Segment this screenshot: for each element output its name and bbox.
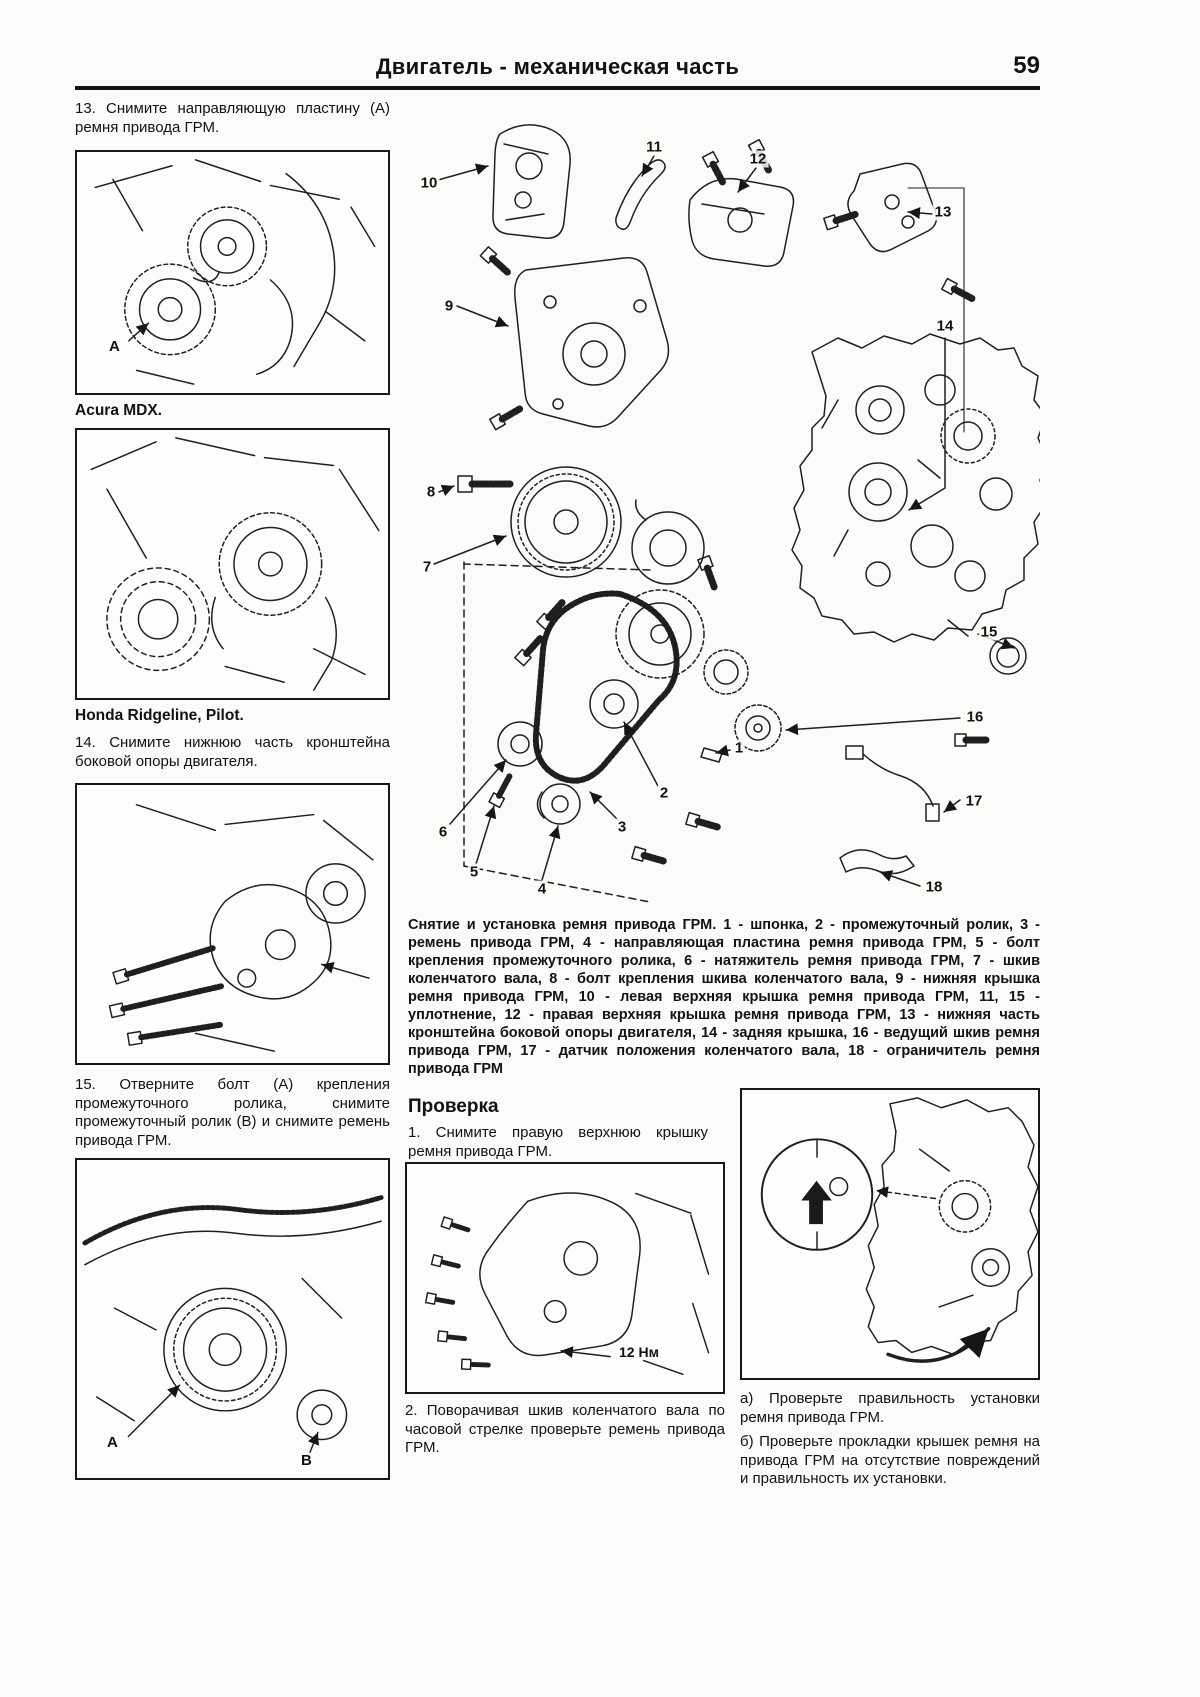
step-15-text: 15. Отверните болт (А) крепления промежу… — [75, 1076, 390, 1149]
page-number: 59 — [1013, 52, 1040, 79]
step-13-text: 13. Снимите направляющую пластину (А) ре… — [75, 100, 390, 136]
belt-check-art — [760, 1097, 1038, 1363]
inspection-step-1: 1. Снимите правую верхнюю крышку ремня п… — [408, 1124, 708, 1160]
callout-18: 18 — [923, 878, 945, 896]
callout-14: 14 — [934, 317, 956, 335]
figure-mount-bracket — [75, 783, 390, 1065]
callout-11: 11 — [644, 138, 664, 156]
callout-17: 17 — [963, 792, 985, 810]
callout-8: 8 — [424, 483, 438, 501]
callout-7: 7 — [420, 558, 434, 576]
callout-10: 10 — [418, 174, 440, 192]
section-heading-inspection: Проверка — [408, 1096, 499, 1117]
callout-5: 5 — [467, 863, 481, 881]
exploded-diagram: 1 2 3 4 5 6 7 8 9 10 11 12 13 14 15 16 1… — [408, 100, 1040, 906]
fig-idler-label-a: A — [107, 1434, 118, 1451]
callout-16: 16 — [964, 708, 986, 726]
inspection-note-b: б) Проверьте прокладки крышек ремня на п… — [740, 1433, 1040, 1487]
step-14-text: 14. Снимите нижнюю часть кронштейна боко… — [75, 734, 390, 770]
upper-cover-art — [425, 1192, 710, 1376]
callout-13: 13 — [932, 203, 954, 221]
exploded-diagram-art — [433, 124, 1040, 903]
callout-4: 4 — [535, 880, 549, 898]
torque-label: 12 Нм — [619, 1344, 659, 1360]
figure-idler-closeup: A B — [75, 1158, 390, 1480]
callout-3: 3 — [615, 818, 629, 836]
header-rule — [75, 86, 1040, 90]
engine-sprocket-art — [94, 159, 376, 385]
inspection-note-a: а) Проверьте правильность установки ремн… — [740, 1390, 1040, 1426]
fig-idler-label-b: B — [301, 1452, 312, 1469]
figure-upper-cover-bolts: 12 Нм — [405, 1162, 725, 1394]
figure-belt-check — [740, 1088, 1040, 1380]
callout-1: 1 — [732, 739, 746, 757]
mount-bracket-art — [108, 803, 374, 1052]
page-title: Двигатель - механическая часть — [375, 54, 740, 79]
caption-honda-ridgeline: Honda Ridgeline, Pilot. — [75, 707, 244, 724]
fig-acura-label-a: A — [109, 338, 120, 355]
diagram-caption: Снятие и установка ремня привода ГРМ. 1 … — [408, 917, 1040, 1077]
figure-acura-mdx: A — [75, 150, 390, 395]
engine-sprocket-art — [90, 437, 380, 691]
callout-12: 12 — [747, 150, 769, 168]
figure-honda-ridgeline — [75, 428, 390, 700]
inspection-step-2: 2. Поворачивая шкив коленчатого вала по … — [405, 1402, 725, 1456]
callout-9: 9 — [442, 297, 456, 315]
callout-2: 2 — [657, 784, 671, 802]
caption-acura-mdx: Acura MDX. — [75, 402, 162, 419]
callout-15: 15 — [978, 623, 1000, 641]
callout-6: 6 — [436, 823, 450, 841]
idler-closeup-art — [82, 1195, 384, 1454]
inspection-notes: а) Проверьте правильность установки ремн… — [740, 1390, 1040, 1495]
